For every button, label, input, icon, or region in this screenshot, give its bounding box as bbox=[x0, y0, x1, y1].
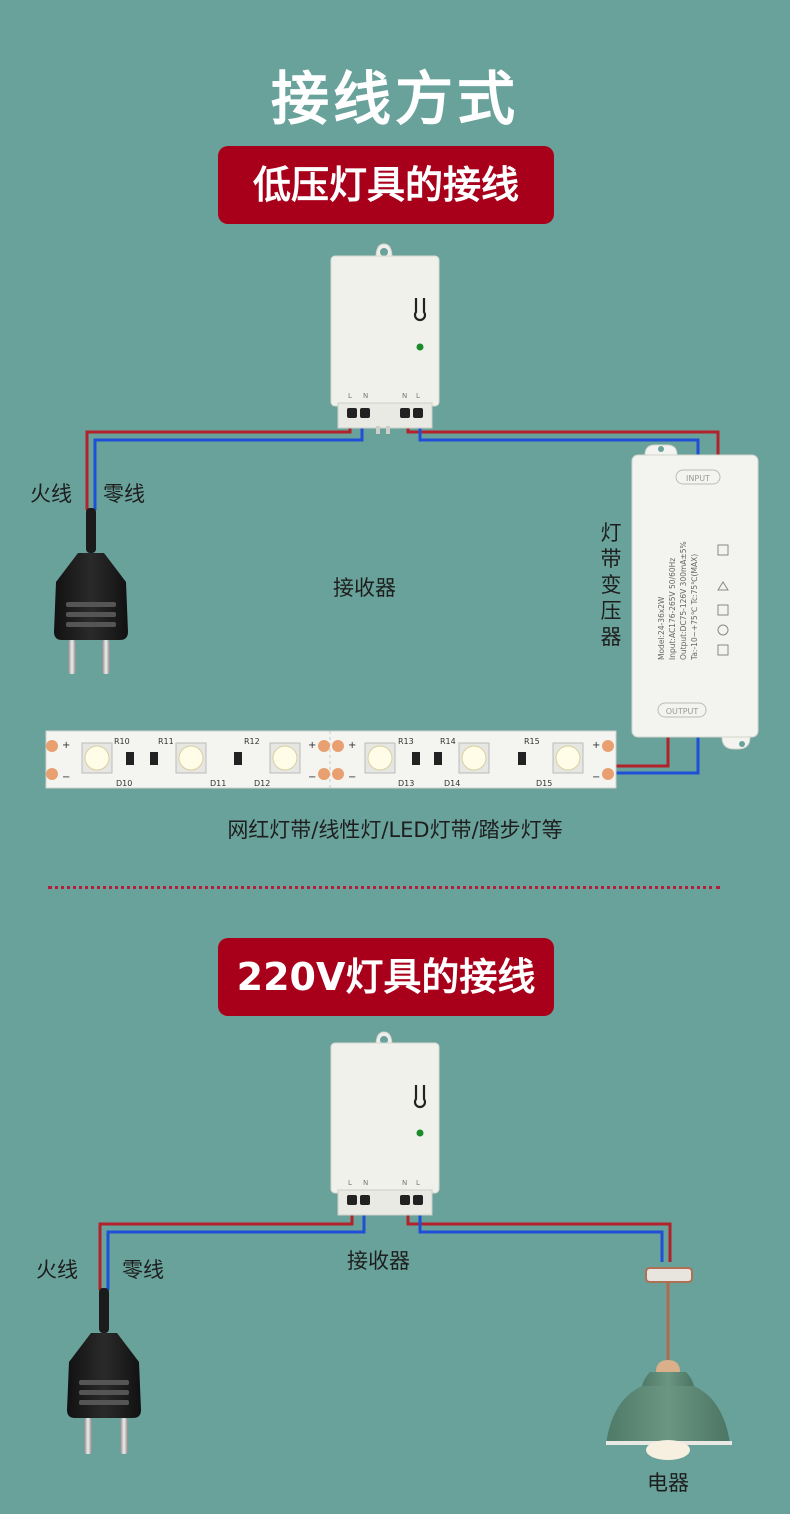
page-title: 接线方式 bbox=[270, 65, 519, 133]
transformer-tag: OUTPUT bbox=[666, 707, 699, 716]
receiver-label: 接收器 bbox=[333, 576, 396, 600]
receiver-terminal-label: L bbox=[416, 1179, 420, 1187]
section2-wires bbox=[98, 1212, 672, 1290]
receiver-terminal-label: L bbox=[348, 1179, 352, 1187]
power-plug bbox=[67, 1288, 141, 1454]
strip-code: D15 bbox=[536, 779, 552, 788]
neutral-wire-label: 零线 bbox=[122, 1258, 164, 1282]
led-chip bbox=[175, 742, 207, 774]
receiver-device: L N N L bbox=[330, 1031, 440, 1216]
strip-code: D14 bbox=[444, 779, 460, 788]
led-chip bbox=[552, 742, 584, 774]
led-chip bbox=[81, 742, 113, 774]
transformer-tag: INPUT bbox=[686, 474, 710, 483]
strip-code: R11 bbox=[158, 737, 174, 746]
output-neutral-wire bbox=[612, 735, 700, 775]
neutral-wire bbox=[418, 422, 700, 462]
transformer-label: 灯带变压器 bbox=[600, 521, 622, 649]
polarity-mark: − bbox=[348, 772, 356, 783]
receiver-terminal-label: N bbox=[402, 1179, 407, 1187]
strip-code: D10 bbox=[116, 779, 132, 788]
polarity-mark: + bbox=[592, 740, 600, 751]
section1-banner-text: 低压灯具的接线 bbox=[252, 163, 519, 207]
receiver-terminal-label: L bbox=[416, 392, 420, 400]
live-wire bbox=[406, 1212, 672, 1262]
section-divider bbox=[48, 886, 720, 889]
receiver-terminal-label: N bbox=[402, 392, 407, 400]
power-plug bbox=[54, 508, 128, 674]
section2-banner: 220V灯具的接线 bbox=[218, 938, 554, 1016]
strip-code: R14 bbox=[440, 737, 456, 746]
strip-code: D12 bbox=[254, 779, 270, 788]
strip-code: R12 bbox=[244, 737, 260, 746]
transformer-spec-text: Output:DC75-126V 300mA±5% bbox=[679, 541, 688, 660]
polarity-mark: + bbox=[62, 740, 70, 751]
live-wire-label: 火线 bbox=[36, 1258, 78, 1282]
neutral-wire-label: 零线 bbox=[103, 482, 145, 506]
strip-code: D13 bbox=[398, 779, 414, 788]
strip-code: R10 bbox=[114, 737, 130, 746]
receiver-device: L N N L bbox=[330, 243, 440, 434]
strip-transformer: INPUT OUTPUT Model:24-36x2W Input:AC176-… bbox=[631, 444, 759, 750]
led-chip bbox=[364, 742, 396, 774]
neutral-wire bbox=[93, 422, 364, 510]
section1-banner: 低压灯具的接线 bbox=[218, 146, 554, 224]
polarity-mark: − bbox=[308, 772, 316, 783]
transformer-spec-text: Input:AC176-265V 50/60Hz bbox=[668, 558, 677, 660]
strip-code: R13 bbox=[398, 737, 414, 746]
receiver-terminal-label: L bbox=[348, 392, 352, 400]
section2-banner-text: 220V灯具的接线 bbox=[236, 955, 536, 999]
strip-caption: 网红灯带/线性灯/LED灯带/踏步灯等 bbox=[227, 818, 563, 842]
neutral-wire bbox=[106, 1212, 366, 1290]
polarity-mark: − bbox=[62, 772, 70, 783]
section1-wires bbox=[85, 422, 720, 775]
transformer-spec-text: Model:24-36x2W bbox=[657, 596, 666, 660]
led-strip: +− +− +− +− R10 R11 R12 R13 R14 R15 D10 … bbox=[45, 730, 617, 789]
polarity-mark: − bbox=[592, 772, 600, 783]
pendant-lamp bbox=[606, 1267, 732, 1460]
appliance-label: 电器 bbox=[647, 1471, 689, 1495]
output-live-wire bbox=[612, 735, 670, 768]
transformer-spec-text: Ta:-10~+75℃ Tc:75℃(MAX) bbox=[690, 554, 699, 661]
live-wire bbox=[98, 1212, 354, 1290]
receiver-label: 接收器 bbox=[347, 1249, 410, 1273]
live-wire-label: 火线 bbox=[30, 482, 72, 506]
receiver-terminal-label: N bbox=[363, 392, 368, 400]
led-chip bbox=[458, 742, 490, 774]
strip-code: R15 bbox=[524, 737, 540, 746]
receiver-terminal-label: N bbox=[363, 1179, 368, 1187]
led-chip bbox=[269, 742, 301, 774]
strip-code: D11 bbox=[210, 779, 226, 788]
polarity-mark: + bbox=[348, 740, 356, 751]
polarity-mark: + bbox=[308, 740, 316, 751]
neutral-wire bbox=[418, 1212, 664, 1262]
